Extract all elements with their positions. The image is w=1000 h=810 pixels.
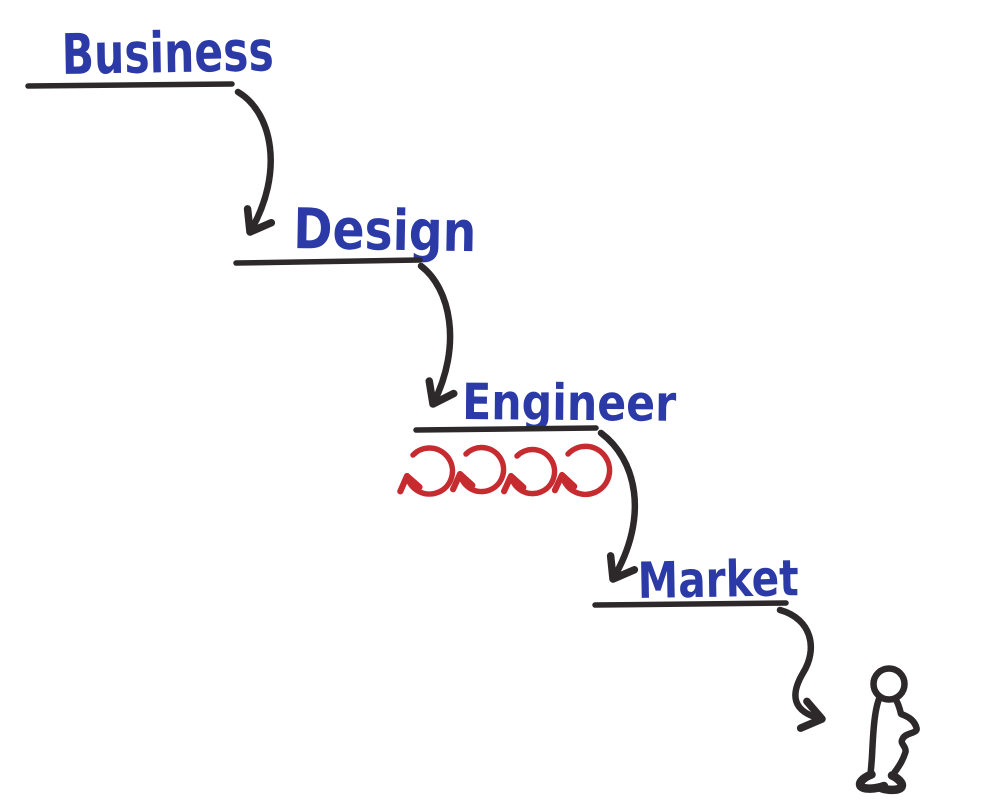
iteration-loop-icon <box>397 445 456 497</box>
person-back <box>867 695 883 778</box>
stage-engineer: Engineer <box>413 373 677 433</box>
person-arm-on-hip <box>890 696 920 778</box>
iteration-loop-icon <box>551 443 613 498</box>
stage-label-market: Market <box>637 549 799 610</box>
person-figure-icon <box>855 665 920 795</box>
iteration-loops <box>397 443 613 498</box>
stage-design: Design <box>233 197 477 266</box>
stage-label-business: Business <box>61 19 274 88</box>
arrow-design-to-engineer-icon <box>417 262 458 408</box>
stage-business: Business <box>25 19 274 89</box>
arrow-engineer-to-market-icon <box>597 429 639 583</box>
arrow-business-to-design-icon <box>234 88 276 236</box>
stage-underline-design <box>233 257 423 266</box>
iteration-loop-icon <box>450 444 507 495</box>
arrow-market-to-person-icon <box>776 606 826 732</box>
stage-underline-market <box>592 600 789 608</box>
stage-underline-business <box>25 81 235 89</box>
iteration-loop-icon <box>501 446 558 497</box>
stage-label-engineer: Engineer <box>462 373 677 433</box>
stage-market: Market <box>592 549 799 610</box>
person-back-foot <box>875 771 907 795</box>
person-head <box>870 665 908 703</box>
stage-label-design: Design <box>293 197 477 265</box>
stage-underline-engineer <box>413 425 599 433</box>
